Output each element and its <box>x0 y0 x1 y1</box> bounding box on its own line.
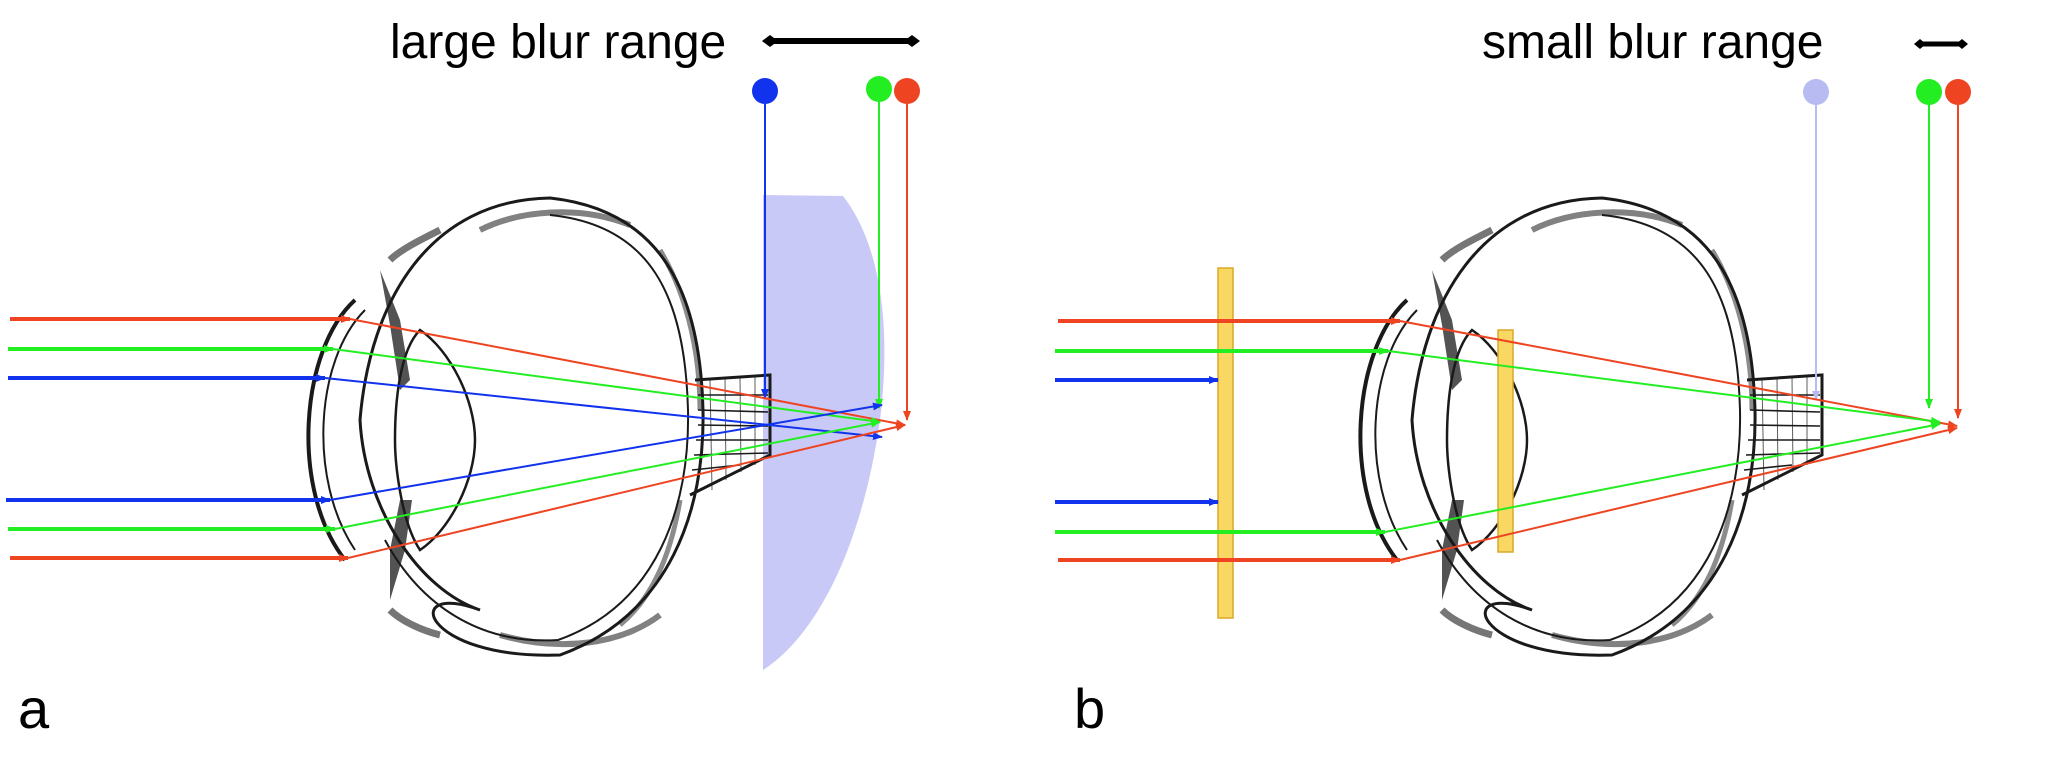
ray-red-top-refracted <box>349 318 906 428</box>
panel-b-label: b <box>1074 677 1105 740</box>
ray-red-bottom-refracted <box>347 423 906 559</box>
faded-blue-dot-marker <box>1803 79 1829 105</box>
panel-b: small blur range b <box>1055 16 1971 740</box>
ray-blue-bottom-refracted <box>329 402 883 501</box>
green-dot-marker <box>866 76 892 102</box>
eye-illustration-a <box>308 198 770 655</box>
ray-red-bottom-refracted <box>1399 426 1958 561</box>
panel-a-title: large blur range <box>390 16 726 69</box>
panel-a: large blur range a <box>6 16 920 740</box>
intraocular-filter <box>1497 329 1514 553</box>
eye-illustration-b <box>1360 198 1822 655</box>
ray-green-top-refracted <box>1387 350 1941 425</box>
ray-green-bottom-refracted <box>334 419 881 530</box>
blue-dot-marker <box>752 78 778 104</box>
panel-a-label: a <box>18 677 50 740</box>
ray-green-bottom-refracted <box>1384 421 1941 533</box>
green-dot-marker <box>1916 79 1942 105</box>
ray-blue-top-refracted <box>324 377 883 441</box>
panel-b-title: small blur range <box>1482 16 1823 69</box>
red-dot-marker <box>1945 79 1971 105</box>
ray-green-top-refracted <box>332 348 881 425</box>
ray-red-top-refracted <box>1399 320 1958 429</box>
red-dot-marker <box>894 78 920 104</box>
